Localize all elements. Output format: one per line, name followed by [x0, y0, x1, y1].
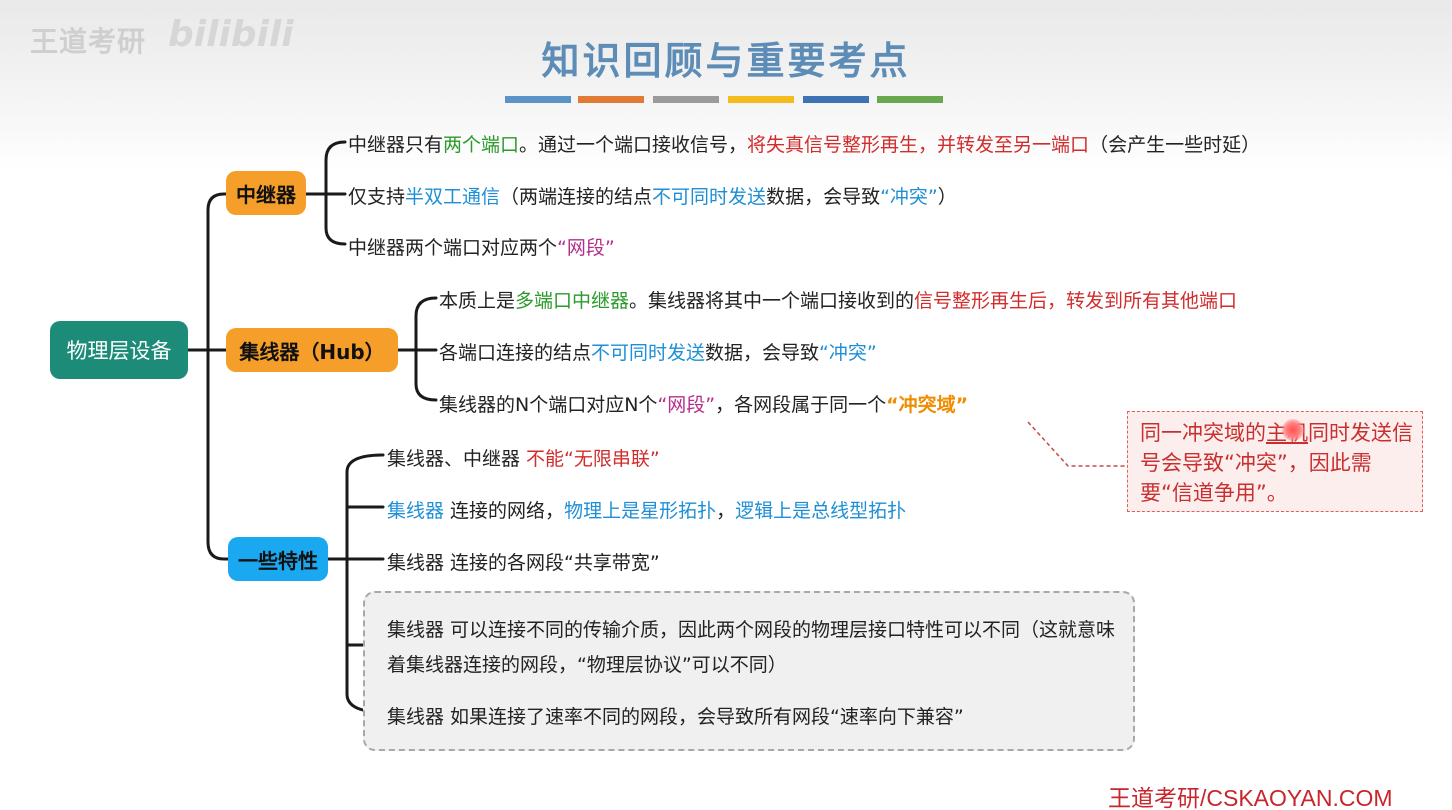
feature-item-1: 集线器、中继器 不能“无限串联” — [387, 448, 660, 470]
repeater-item-2: 仅支持半双工通信（两端连接的结点不可同时发送数据，会导致“冲突”） — [348, 186, 957, 208]
watermark-author: 王道考研 — [30, 25, 147, 58]
hub-item-3: 集线器的N个端口对应N个“网段”，各网段属于同一个“冲突域” — [439, 394, 969, 416]
root-node-physical-layer-devices: 物理层设备 — [50, 321, 188, 379]
title-stripe-6 — [877, 96, 943, 103]
page-title: 知识回顾与重要考点 — [541, 39, 911, 83]
title-stripe-4 — [728, 96, 794, 103]
feature-item-3: 集线器 连接的各网段“共享带宽” — [387, 552, 660, 574]
node-features: 一些特性 — [228, 537, 328, 581]
title-stripe-5 — [803, 96, 869, 103]
collision-domain-note: 同一冲突域的主机同时发送信号会导致“冲突”，因此需要“信道争用”。 — [1127, 411, 1423, 512]
feature-item-2: 集线器 连接的网络，物理上是星形拓扑，逻辑上是总线型拓扑 — [387, 500, 907, 522]
repeater-item-1: 中继器只有两个端口。通过一个端口接收信号，将失真信号整形再生，并转发至另一端口（… — [348, 134, 1261, 156]
footer-brand: 王道考研/CSKAOYAN.COM — [1108, 785, 1393, 810]
hub-item-1: 本质上是多端口中继器。集线器将其中一个端口接收到的信号整形再生后，转发到所有其他… — [439, 290, 1238, 312]
feature-item-4: 集线器 可以连接不同的传输介质，因此两个网段的物理层接口特性可以不同（这就意味着… — [387, 619, 1116, 676]
title-stripe-3 — [653, 96, 719, 103]
repeater-item-3: 中继器两个端口对应两个“网段” — [348, 237, 615, 259]
watermark-site: bilibili — [168, 14, 294, 55]
title-stripe-2 — [578, 96, 644, 103]
feature-item-5: 集线器 如果连接了速率不同的网段，会导致所有网段“速率向下兼容” — [387, 706, 964, 728]
title-stripe-1 — [505, 96, 571, 103]
node-hub: 集线器（Hub） — [226, 328, 398, 372]
hub-item-2: 各端口连接的结点不可同时发送数据，会导致“冲突” — [439, 342, 877, 364]
highlighted-features-box — [363, 591, 1135, 751]
pointer-highlight-dot — [1282, 419, 1304, 441]
node-repeater: 中继器 — [226, 171, 306, 215]
